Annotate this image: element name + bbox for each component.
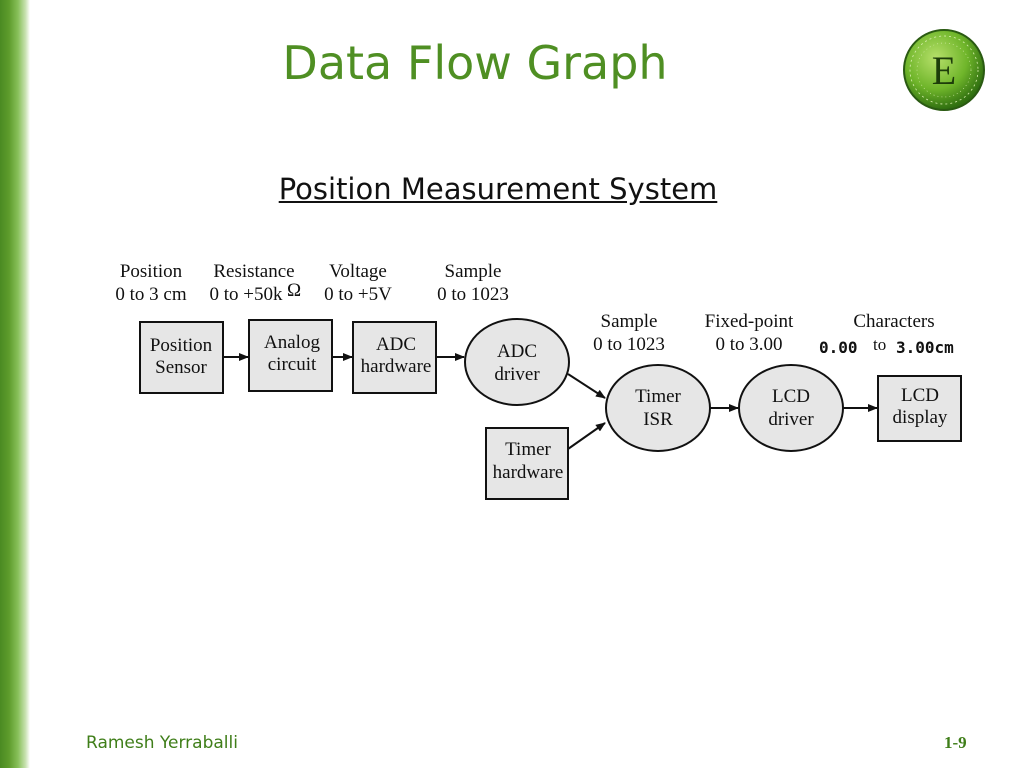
svg-text:driver: driver [768, 409, 814, 430]
svg-text:E: E [932, 48, 956, 93]
label-characters: Characters 0.00 to 3.00cm [819, 311, 954, 357]
svg-text:Position: Position [150, 335, 213, 356]
svg-text:Position: Position [120, 261, 183, 282]
svg-text:Timer: Timer [635, 386, 681, 407]
arrow-driver-to-isr [567, 373, 606, 399]
node-adc-driver: ADC driver [464, 318, 570, 406]
node-timer-isr: Timer ISR [605, 364, 711, 452]
svg-text:ADC: ADC [497, 341, 537, 362]
svg-text:Resistance: Resistance [213, 261, 294, 282]
label-voltage: Voltage 0 to +5V [324, 261, 392, 305]
svg-text:0 to 1023: 0 to 1023 [593, 334, 665, 355]
svg-text:0.00: 0.00 [819, 338, 858, 357]
page-number: 1-9 [944, 733, 967, 752]
texas-e-logo-icon: E [903, 29, 985, 111]
svg-text:ISR: ISR [643, 409, 673, 430]
node-lcd-display: LCD display [877, 375, 962, 442]
left-accent-bar [0, 0, 30, 768]
label-fixed-point: Fixed-point 0 to 3.00 [705, 311, 794, 355]
node-position-sensor: Position Sensor [139, 321, 224, 394]
svg-text:0 to 3.00: 0 to 3.00 [715, 334, 782, 355]
svg-text:Characters: Characters [853, 311, 934, 332]
arrow-timer-hw-to-isr [567, 422, 606, 450]
diagram-subtitle: Position Measurement System [278, 172, 718, 206]
svg-text:0 to +50k: 0 to +50k [210, 284, 283, 305]
svg-text:Voltage: Voltage [329, 261, 387, 282]
svg-text:LCD: LCD [772, 386, 810, 407]
svg-text:0 to 3 cm: 0 to 3 cm [115, 284, 186, 305]
node-analog-circuit: Analog circuit [248, 319, 333, 392]
svg-text:driver: driver [494, 364, 540, 385]
svg-text:Sample: Sample [601, 311, 658, 332]
node-adc-hardware: ADC hardware [352, 321, 437, 394]
footer-author: Ramesh Yerraballi [86, 733, 238, 753]
svg-text:0 to +5V: 0 to +5V [324, 284, 392, 305]
svg-text:hardware: hardware [361, 356, 432, 377]
svg-text:Fixed-point: Fixed-point [705, 311, 794, 332]
label-sample-adc: Sample 0 to 1023 [437, 261, 509, 305]
svg-text:hardware: hardware [493, 462, 564, 483]
label-position: Position 0 to 3 cm [115, 261, 186, 305]
svg-text:Analog: Analog [264, 332, 320, 353]
svg-text:Sample: Sample [445, 261, 502, 282]
svg-text:to: to [873, 335, 886, 354]
svg-text:display: display [893, 407, 948, 428]
label-sample-isr: Sample 0 to 1023 [593, 311, 665, 355]
label-resistance: Resistance 0 to +50k Ω [210, 261, 302, 305]
svg-text:ADC: ADC [376, 334, 416, 355]
node-lcd-driver: LCD driver [738, 364, 844, 452]
page-title: Data Flow Graph [282, 36, 668, 90]
node-timer-hardware: Timer hardware [485, 427, 569, 500]
ohm-symbol: Ω [287, 280, 301, 301]
svg-text:circuit: circuit [268, 354, 317, 375]
svg-text:0 to 1023: 0 to 1023 [437, 284, 509, 305]
svg-text:LCD: LCD [901, 385, 939, 406]
svg-text:3.00cm: 3.00cm [896, 338, 954, 357]
svg-text:Sensor: Sensor [155, 357, 207, 378]
svg-text:Timer: Timer [505, 439, 551, 460]
